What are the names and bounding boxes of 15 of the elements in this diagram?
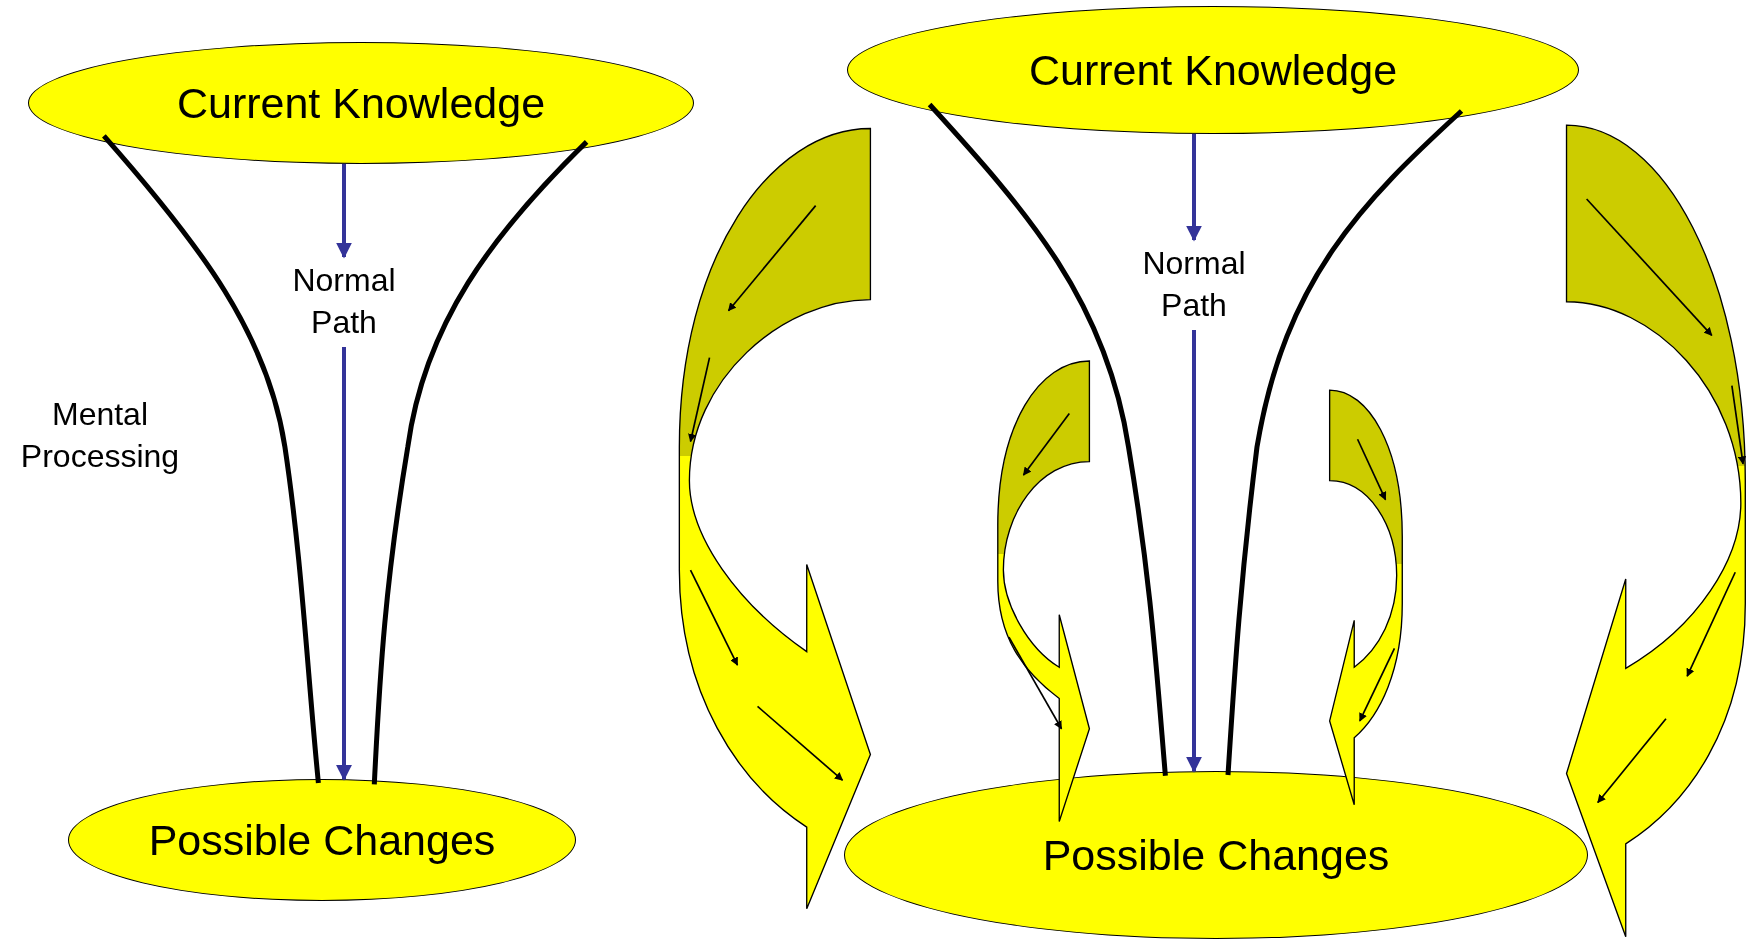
arrow bbox=[336, 163, 352, 259]
node-text: Current Knowledge bbox=[1028, 45, 1398, 95]
funnel-line bbox=[927, 102, 1168, 776]
funnel-line bbox=[102, 134, 321, 784]
funnel-line bbox=[371, 140, 589, 785]
annotation-label: Mental Processing bbox=[19, 395, 181, 476]
node-text: Current Knowledge bbox=[176, 78, 546, 128]
funnel-line bbox=[1225, 109, 1464, 776]
node-text: Possible Changes bbox=[148, 815, 496, 865]
path-label: Normal Path bbox=[269, 257, 419, 347]
node-text: Possible Changes bbox=[1042, 830, 1390, 880]
arrow bbox=[336, 347, 352, 781]
path-label: Normal Path bbox=[1119, 240, 1269, 330]
arrow bbox=[1186, 330, 1202, 773]
arrow bbox=[1186, 133, 1202, 242]
